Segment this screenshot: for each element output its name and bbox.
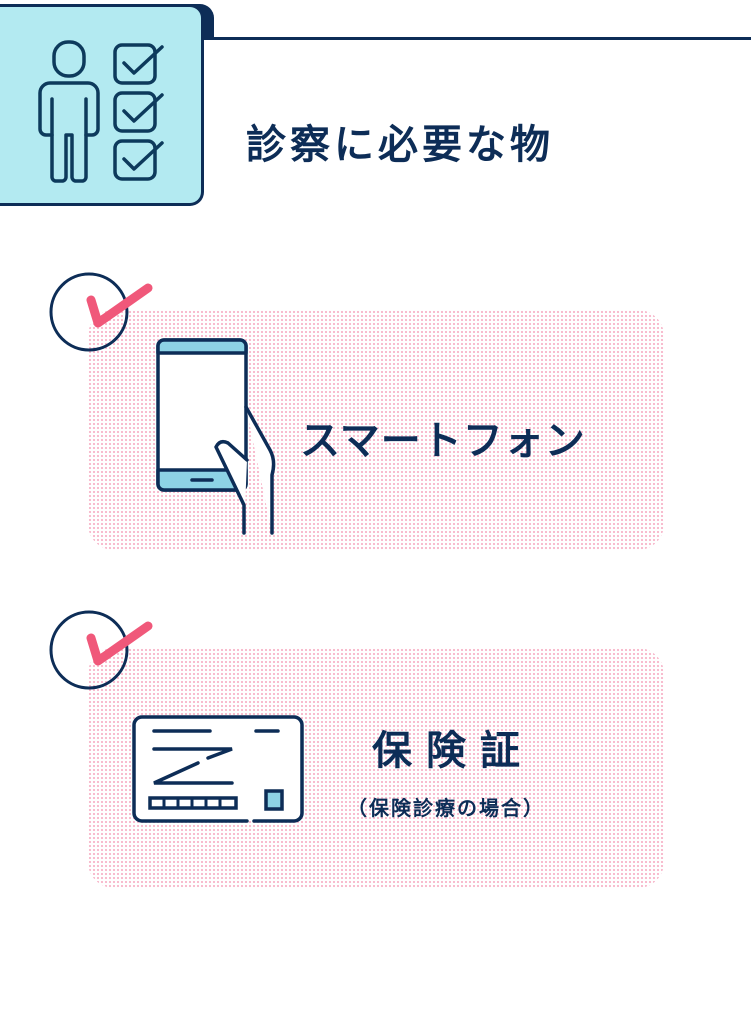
check-mark-icon: [49, 272, 153, 352]
person-checklist-icon: [38, 40, 164, 183]
page-title: 診察に必要な物: [246, 122, 554, 168]
check-mark-icon: [49, 610, 153, 690]
item-label-smartphone: スマートフォン: [300, 418, 586, 464]
header-icon-box: [0, 4, 204, 206]
item-note-insurance: （保険診療の場合）: [347, 796, 545, 820]
smartphone-hand-icon: [156, 338, 276, 535]
header-divider: [204, 37, 751, 40]
item-label-insurance: 保険証: [372, 728, 534, 774]
insurance-card-icon: [132, 715, 304, 823]
